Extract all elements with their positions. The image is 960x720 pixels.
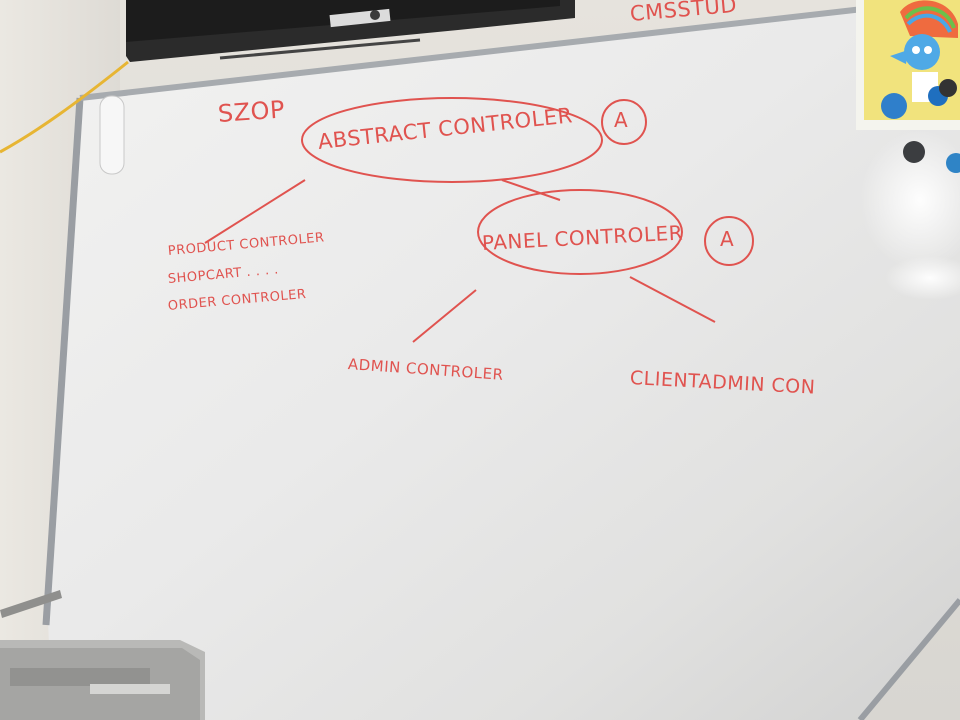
root-node-ellipse — [301, 97, 603, 183]
printer — [0, 590, 205, 720]
yellow-cable — [0, 60, 129, 154]
frame-clip — [99, 95, 125, 175]
root-node-badge: A — [614, 108, 629, 132]
light-glare-2 — [885, 256, 960, 300]
line-child-to-client — [629, 276, 716, 323]
smurf-poster — [856, 0, 960, 130]
line-root-to-left — [204, 179, 306, 244]
whiteboard-frame-left — [42, 97, 84, 626]
child-badge-circle — [704, 216, 754, 266]
root-badge-circle — [601, 99, 647, 145]
line-root-to-child — [501, 179, 561, 201]
magnet-blue — [946, 153, 960, 173]
whiteboard-surface — [48, 0, 960, 720]
child-node-badge: A — [720, 227, 735, 251]
tv-monitor — [126, 0, 575, 62]
magnet-dark — [903, 141, 925, 163]
line-child-to-admin — [412, 289, 477, 343]
whiteboard-frame-top — [79, 0, 960, 101]
whiteboard-frame-right — [857, 598, 960, 720]
light-glare — [860, 130, 960, 270]
board-title: SZOP — [217, 95, 286, 128]
child-node-ellipse — [477, 189, 683, 275]
